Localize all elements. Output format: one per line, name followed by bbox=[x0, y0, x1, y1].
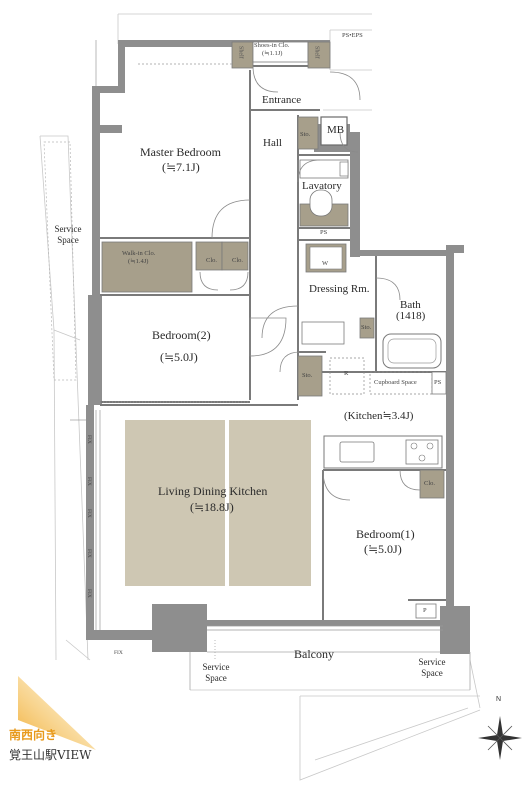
cupboard-label: Cupboard Space bbox=[374, 379, 417, 386]
bedroom1-closet-label: Clo. bbox=[424, 480, 436, 487]
kitchen-counter bbox=[323, 435, 443, 469]
lavatory-label: Lavatory bbox=[302, 180, 342, 192]
fix-window-label: FIX bbox=[85, 589, 92, 598]
bath-name: Bath bbox=[400, 299, 421, 311]
bedroom2-name: Bedroom(2) bbox=[152, 328, 211, 342]
mb-label: MB bbox=[327, 124, 345, 136]
bedroom2-closet-right-label: Clo. bbox=[232, 257, 244, 264]
shelf-left-label: Shelf bbox=[237, 46, 244, 59]
washer-label: W bbox=[322, 260, 329, 267]
site-lines bbox=[39, 13, 481, 781]
master-bedroom-size: (≒7.1J) bbox=[162, 160, 200, 174]
walk-in-closet-size: (≒1.4J) bbox=[128, 258, 149, 265]
sto-dressing-box bbox=[297, 355, 323, 397]
master-bedroom-name: Master Bedroom bbox=[140, 145, 221, 159]
fridge-label: R bbox=[344, 370, 349, 377]
sto-hall-label: Sto. bbox=[300, 131, 311, 138]
compass-icon bbox=[478, 716, 522, 760]
balcony-label: Balcony bbox=[294, 647, 334, 661]
fridge-box bbox=[329, 357, 365, 395]
entrance-label: Entrance bbox=[262, 94, 302, 106]
bedroom2-size: (≒5.0J) bbox=[160, 350, 198, 364]
balcony-outline bbox=[189, 640, 471, 690]
living-rug-left bbox=[125, 420, 225, 586]
orientation-label: 南西向き bbox=[9, 728, 58, 742]
bath-size: (1418) bbox=[396, 310, 426, 322]
p-box-label: P bbox=[423, 607, 427, 614]
service-space-left-outline bbox=[43, 141, 77, 381]
living-size: (≒18.8J) bbox=[190, 500, 234, 514]
shoe-closet bbox=[231, 41, 331, 69]
fix-window-label: FIX bbox=[85, 477, 92, 486]
bedroom1-size: (≒5.0J) bbox=[364, 542, 402, 556]
sto-bath-label: Sto. bbox=[361, 324, 372, 331]
sun-direction-icon bbox=[18, 676, 96, 750]
shelf-right-label: Shelf bbox=[313, 46, 320, 59]
service-space-right-label: Service Space bbox=[418, 657, 446, 679]
bedroom1-closet bbox=[419, 469, 445, 499]
service-space-bottom-label: Service Space bbox=[202, 662, 230, 684]
shoes-closet-name: Shoes-in Clo. bbox=[254, 42, 290, 49]
dressing-room-label: Dressing Rm. bbox=[309, 283, 370, 295]
bedroom2-closet-left-label: Clo. bbox=[206, 257, 218, 264]
walk-in-closet-name: Walk-in Clo. bbox=[122, 250, 156, 257]
fix-window-label: FIX bbox=[85, 509, 92, 518]
ps-lavatory-label: PS bbox=[320, 229, 328, 236]
kitchen-label: (Kitchen≒3.4J) bbox=[344, 410, 414, 422]
ps-kitchen-box bbox=[431, 371, 447, 395]
station-view-label: 覚王山駅VIEW bbox=[9, 748, 92, 762]
bedroom1-name: Bedroom(1) bbox=[356, 527, 415, 541]
shoes-closet-size: (≒1.1J) bbox=[262, 50, 283, 57]
fix-window-label: FIX bbox=[114, 650, 123, 656]
fix-window-label: FIX bbox=[85, 435, 92, 444]
ps-eps-label: PS•EPS bbox=[342, 32, 363, 39]
living-name: Living Dining Kitchen bbox=[158, 484, 268, 498]
ps-kitchen-label: PS bbox=[434, 379, 442, 386]
bedroom2-closet-right bbox=[221, 241, 249, 271]
lavatory-fixtures bbox=[299, 159, 349, 227]
living-rug-right bbox=[229, 420, 311, 586]
sto-dressing-label: Sto. bbox=[302, 372, 313, 379]
bedroom2-closet-left bbox=[195, 241, 223, 271]
compass-north-label: N bbox=[496, 696, 502, 703]
sto-hall-box bbox=[297, 116, 319, 150]
door-swings bbox=[199, 65, 421, 501]
p-box bbox=[415, 603, 437, 619]
fix-window-label: FIX bbox=[85, 549, 92, 558]
walk-in-closet-box bbox=[101, 241, 193, 293]
vanity bbox=[301, 321, 345, 345]
mb-box bbox=[320, 116, 348, 146]
service-space-left-label: Service Space bbox=[54, 224, 82, 246]
hall-label: Hall bbox=[263, 137, 282, 149]
window-lines bbox=[70, 40, 443, 631]
